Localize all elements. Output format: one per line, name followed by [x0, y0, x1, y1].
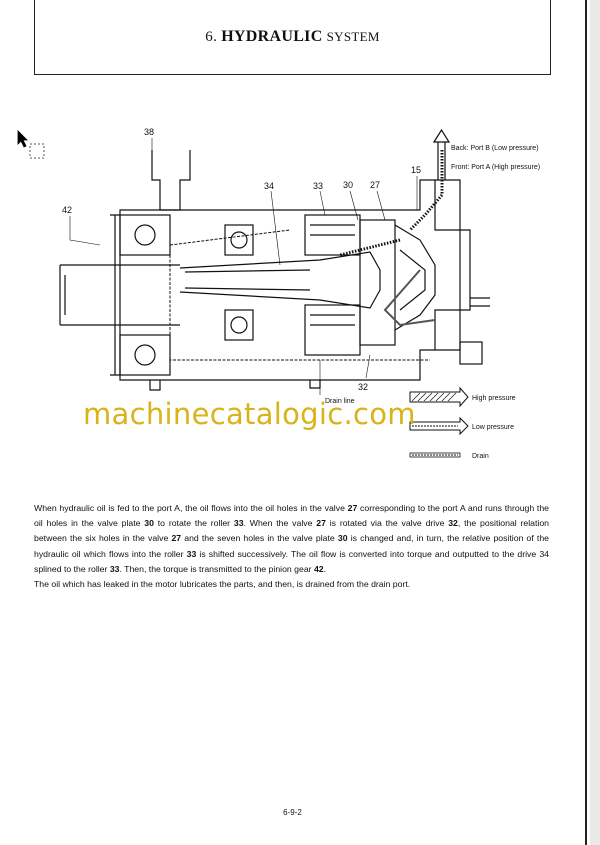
page-edge-shadow [590, 0, 600, 845]
section-title-main: HYDRAULIC [221, 28, 323, 45]
part-ref: 27 [171, 533, 182, 544]
part-ref: 27 [316, 518, 326, 529]
label-part-27: 27 [370, 180, 380, 190]
label-drain-line: Drain line [325, 398, 355, 405]
body-text-run: is rotated via the valve drive [325, 518, 449, 529]
page-number: 6-9-2 [283, 808, 302, 817]
legend-drain-label: Drain [472, 453, 489, 460]
legend-high-pressure-icon [409, 386, 469, 408]
body-text-run: and the seven holes in the valve plate [181, 533, 338, 544]
low-pressure-path [383, 269, 436, 327]
section-header: 6. HYDRAULIC SYSTEM [34, 0, 551, 75]
legend: High pressure Low pressure Drain [409, 386, 516, 460]
section-title: 6. HYDRAULIC SYSTEM [35, 28, 550, 46]
body-text-run: . Then, the torque is transmitted to the… [119, 563, 314, 574]
part-ref: 30 [144, 518, 154, 529]
body-text-run: When hydraulic oil is fed to the port A,… [34, 503, 348, 513]
label-part-32: 32 [358, 382, 368, 392]
part-ref: 33 [109, 563, 120, 574]
legend-drain-icon [409, 452, 461, 458]
legend-low-pressure-icon [409, 416, 469, 436]
section-number: 6. [205, 29, 218, 45]
mouse-cursor-icon [17, 130, 45, 159]
body-text: When hydraulic oil is fed to the port A,… [34, 501, 549, 592]
part-labels: 38 42 34 33 30 27 15 32 [62, 127, 421, 392]
hydraulic-motor-diagram: 38 42 34 33 30 27 15 32 Back: Port B (Lo… [59, 127, 540, 460]
body-text-run: is changed and, in turn, the relative po… [34, 533, 550, 559]
part-ref: 33 [233, 518, 244, 529]
leader-lines [69, 138, 418, 395]
part-ref: 42 [313, 563, 324, 574]
body-text-run: is shifted successively. The oil flow is… [34, 548, 549, 574]
body-text-run: corresponding to the port A and runs thr… [34, 503, 550, 529]
motor-housing-outline [59, 128, 490, 391]
label-part-38: 38 [144, 127, 154, 137]
label-port-back: Back: Port B (Low pressure) [451, 145, 539, 152]
paragraph-1: When hydraulic oil is fed to the port A,… [34, 501, 549, 577]
part-ref: 32 [448, 518, 458, 529]
drain-line-path [169, 229, 430, 361]
watermark: machinecatalogic.com [83, 397, 416, 431]
body-text-run: to rotate the roller [153, 518, 234, 529]
label-part-34: 34 [264, 181, 274, 191]
body-text-run: , the positional relation between the si… [34, 518, 550, 544]
part-ref: 33 [186, 548, 197, 559]
paragraph-2: The oil which has leaked in the motor lu… [34, 579, 411, 590]
label-part-30: 30 [343, 180, 353, 190]
label-part-42: 42 [62, 205, 72, 215]
body-text-run: . When the valve [243, 518, 317, 529]
high-pressure-path [339, 150, 444, 257]
part-ref: 27 [347, 503, 358, 513]
page-border-right [585, 0, 587, 845]
part-ref: 30 [337, 533, 348, 544]
label-part-33: 33 [313, 181, 323, 191]
legend-low-label: Low pressure [472, 424, 514, 431]
label-part-15: 15 [411, 165, 421, 175]
section-title-rest: SYSTEM [326, 29, 380, 44]
body-text-run: . [323, 563, 327, 574]
legend-high-label: High pressure [472, 395, 516, 402]
label-port-front: Front: Port A (High pressure) [451, 164, 540, 171]
